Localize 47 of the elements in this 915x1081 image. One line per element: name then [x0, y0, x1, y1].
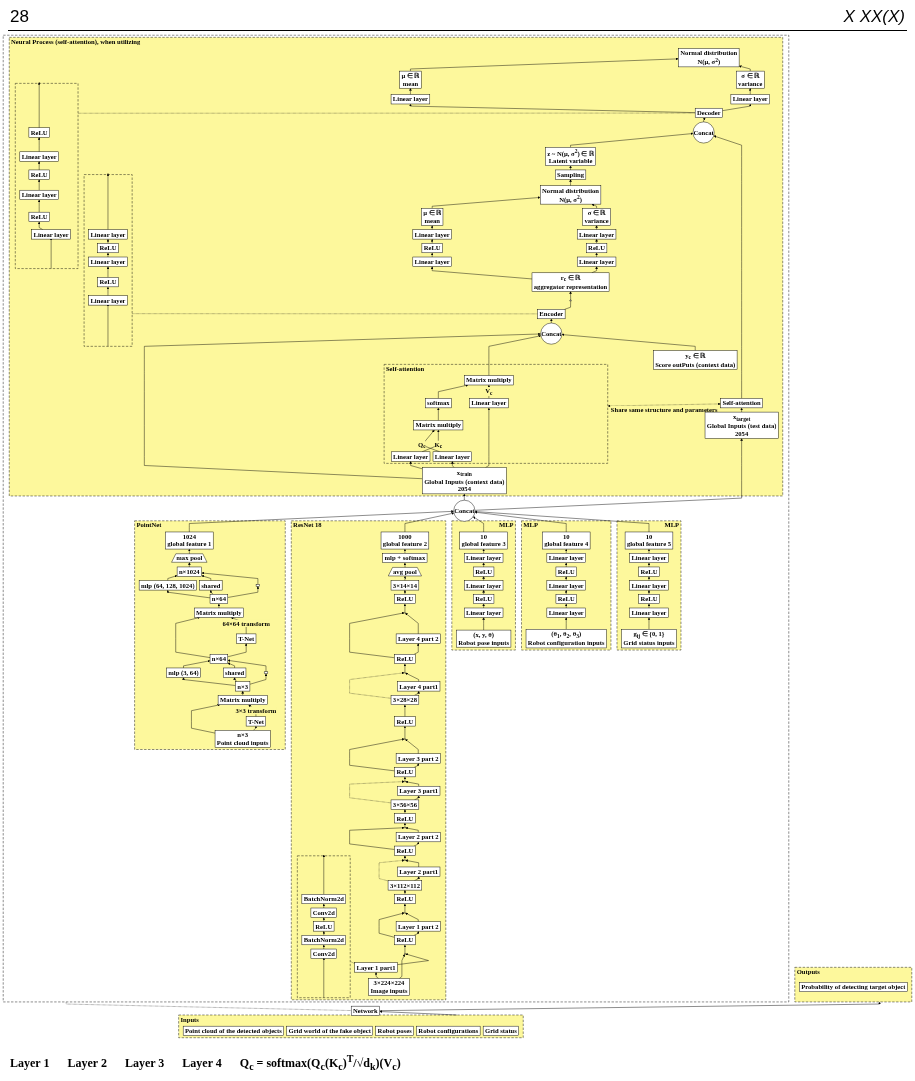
arrow: [253, 725, 258, 731]
node-circle: [404, 738, 406, 740]
node-circle: [404, 672, 406, 674]
arrow: [322, 944, 326, 950]
node-bar: [255, 584, 260, 587]
node-circle: [404, 827, 406, 829]
formula-text: Q$_{c}$ = softmax(Q$_{c}$(K$_{c}$)$^{T}$/√d$_{k}$)(V$_{c}$): [239, 1053, 401, 1073]
layer-label: Layer 2: [67, 1055, 107, 1071]
arrow: [595, 252, 598, 258]
arrow: [482, 589, 485, 595]
arrow: [482, 603, 485, 609]
arrow: [740, 407, 743, 413]
node-circle: [404, 912, 406, 914]
node-circle: [404, 859, 406, 861]
arrow: [482, 562, 485, 568]
page-number: 28: [10, 7, 29, 27]
arrow: [564, 576, 568, 581]
arrow: [550, 318, 553, 324]
arrow: [430, 252, 434, 258]
arrow: [241, 690, 244, 696]
arrow: [647, 589, 651, 595]
layer-label: Layer 4: [182, 1055, 222, 1071]
node-circle: [404, 953, 406, 955]
layer-label: Layer 1: [10, 1055, 50, 1071]
node-bar: [263, 671, 269, 674]
arrow: [106, 252, 110, 258]
arrow: [595, 225, 598, 230]
node-triangle: [569, 299, 572, 302]
arrow: [564, 562, 568, 568]
connector: [350, 961, 355, 964]
arrow: [647, 576, 651, 581]
arrow: [403, 776, 407, 782]
arrow: [595, 239, 598, 244]
node-circle: [404, 780, 406, 783]
arrow: [403, 562, 407, 568]
arrow: [403, 576, 407, 581]
arrow: [403, 809, 407, 814]
arrow: [569, 165, 572, 171]
arrow: [564, 603, 568, 609]
arrow: [482, 576, 485, 581]
arrow: [322, 903, 326, 909]
arrow: [482, 548, 485, 554]
arrow: [430, 239, 434, 244]
layer-label: Layer 3: [124, 1055, 165, 1071]
journal-header: X XX(X): [843, 7, 905, 27]
node-circle: [404, 612, 406, 614]
arrow: [647, 548, 651, 554]
